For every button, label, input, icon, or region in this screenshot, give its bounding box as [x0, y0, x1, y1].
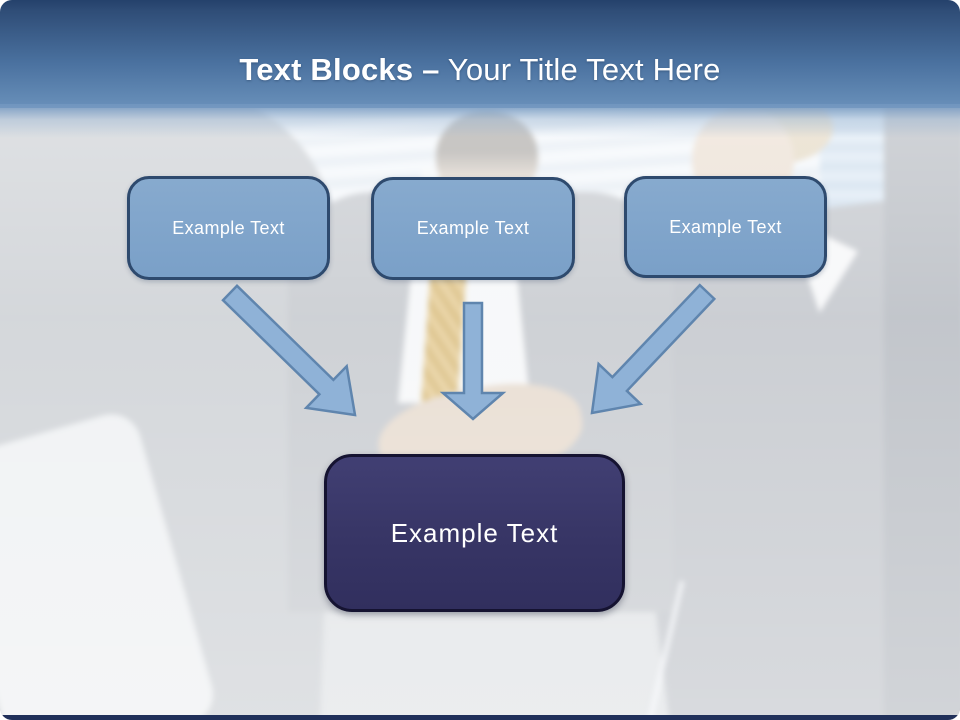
header-fade	[0, 104, 960, 138]
arrow-down-left-icon[interactable]	[590, 283, 717, 415]
arrow-down-right-icon[interactable]	[221, 284, 357, 417]
header-band	[0, 0, 960, 108]
text-block-3[interactable]: Example Text	[624, 176, 827, 278]
text-block-3-label: Example Text	[669, 216, 782, 237]
slide-title[interactable]: Text Blocks – Your Title Text Here	[0, 52, 960, 88]
slide-title-regular: Your Title Text Here	[439, 52, 721, 87]
result-block-label: Example Text	[390, 517, 559, 548]
text-block-2[interactable]: Example Text	[371, 177, 575, 280]
text-block-1-label: Example Text	[172, 217, 285, 238]
footer-bar	[0, 715, 960, 720]
text-block-2-label: Example Text	[416, 218, 530, 238]
text-block-1[interactable]: Example Text	[127, 176, 330, 280]
result-block[interactable]: Example Text	[324, 454, 625, 612]
arrow-down-icon[interactable]	[439, 301, 507, 421]
slide-title-bold: Text Blocks –	[239, 52, 440, 87]
